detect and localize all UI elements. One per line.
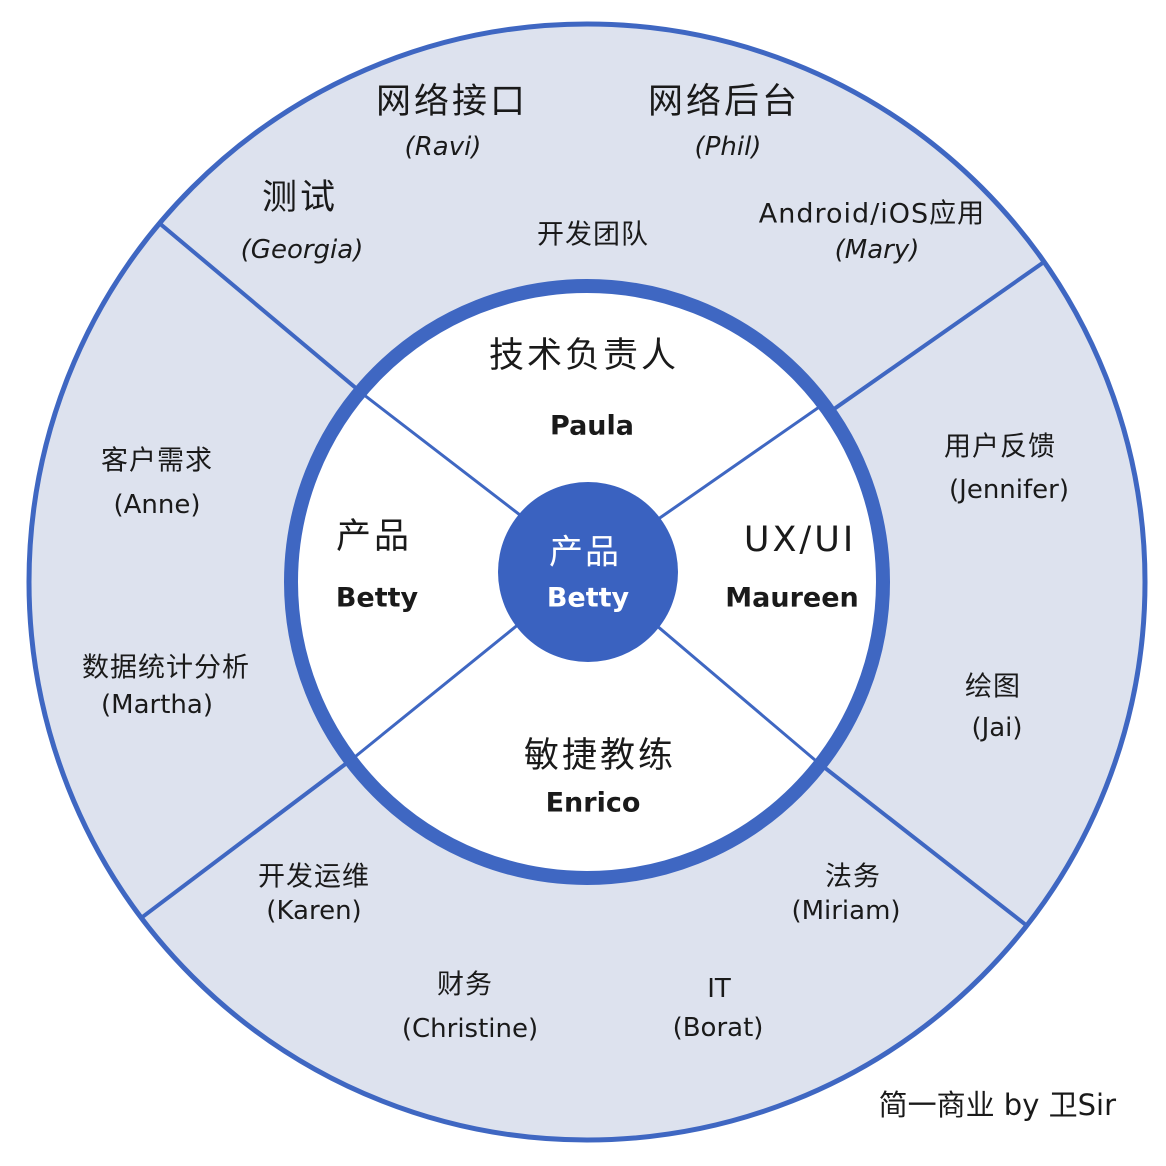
person-phil: (Phil) (694, 132, 762, 163)
person-georgia: (Georgia) (240, 235, 364, 266)
role-network-backend: 网络后台 (647, 81, 801, 122)
person-christine: (Christine) (401, 1014, 539, 1045)
person-mary: (Mary) (834, 235, 920, 266)
person-betty-inner: Betty (335, 582, 419, 614)
person-anne: (Anne) (113, 490, 201, 521)
center-role-product: 产品 (549, 532, 621, 573)
person-paula: Paula (550, 410, 634, 442)
role-ux-ui: UX/UI (743, 519, 857, 560)
role-customer-needs: 客户需求 (101, 445, 213, 477)
divider-line-top-right (829, 260, 1046, 413)
divider-line-top-left (158, 221, 361, 392)
person-borat: (Borat) (672, 1013, 764, 1044)
inner-divider-bottom-left (353, 623, 519, 759)
person-jennifer: (Jennifer) (949, 475, 1069, 506)
person-miriam: (Miriam) (791, 896, 901, 927)
role-product-inner: 产品 (335, 516, 413, 557)
role-agile-coach: 敏捷教练 (523, 735, 677, 776)
person-maureen: Maureen (725, 582, 859, 614)
role-it: IT (707, 974, 731, 1005)
watermark: 简一商业 by 卫Sir (878, 1088, 1116, 1122)
role-tech-lead: 技术负责人 (488, 335, 680, 376)
role-android-ios-app: Android/iOS应用 (758, 198, 986, 230)
center-person-betty: Betty (546, 582, 630, 614)
center-circle (498, 482, 678, 662)
role-drawing: 绘图 (965, 671, 1021, 703)
role-network-interface: 网络接口 (375, 81, 529, 122)
role-data-analytics: 数据统计分析 (82, 652, 250, 684)
person-karen: (Karen) (266, 896, 362, 927)
role-legal: 法务 (825, 861, 881, 893)
inner-divider-top-left (363, 393, 522, 517)
dev-team-label: 开发团队 (537, 219, 649, 251)
role-user-feedback: 用户反馈 (944, 431, 1056, 463)
person-ravi: (Ravi) (404, 132, 482, 163)
role-finance: 财务 (437, 969, 493, 1001)
divider-line-bottom-left (140, 759, 351, 920)
role-testing: 测试 (261, 177, 339, 218)
person-enrico: Enrico (545, 787, 641, 819)
person-jai: (Jai) (971, 713, 1023, 744)
person-martha: (Martha) (101, 690, 213, 721)
divider-line-bottom-right (820, 763, 1028, 928)
inner-divider-bottom-right (656, 625, 818, 763)
role-devops: 开发运维 (258, 861, 370, 893)
inner-divider-top-right (657, 405, 821, 521)
